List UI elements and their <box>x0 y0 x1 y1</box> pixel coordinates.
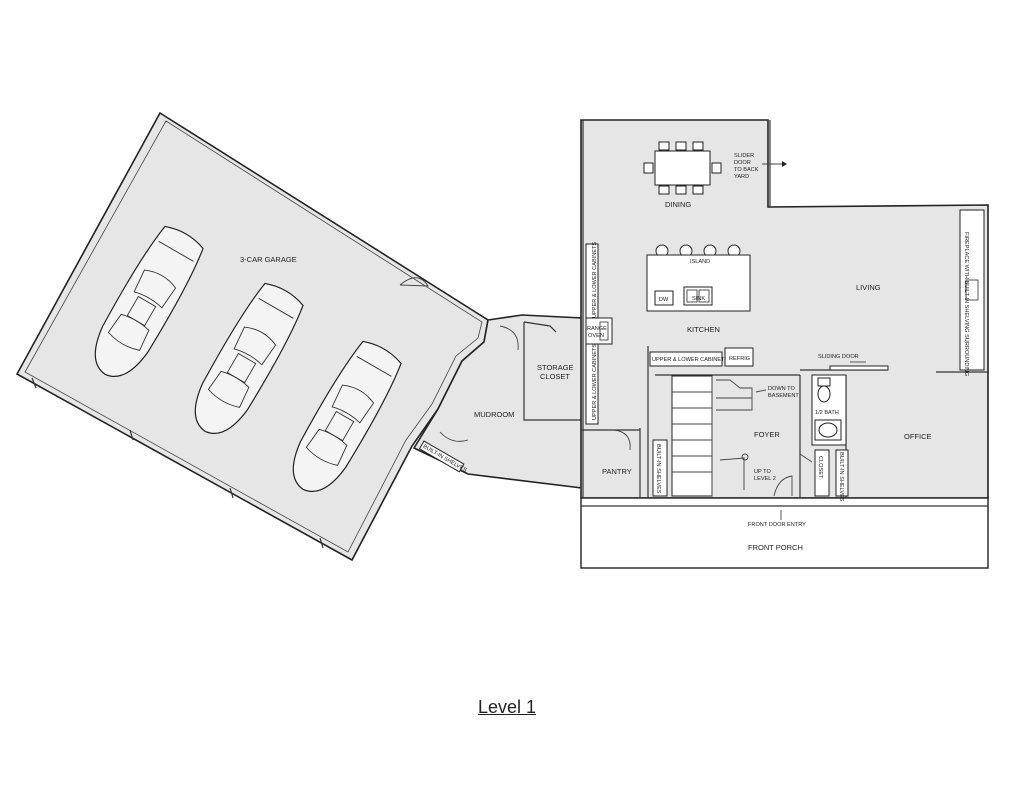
down-to-basement-label-2: BASEMENT <box>768 393 799 399</box>
refrig-label: REFRIG <box>729 356 750 362</box>
slider-door-label-3: TO BACK <box>734 167 759 173</box>
office-label: OFFICE <box>904 432 932 441</box>
pantry-label: PANTRY <box>602 467 632 476</box>
house-block: FRONT PORCH DINING SLIDER DOOR TO BACK Y… <box>580 119 989 569</box>
dining-table <box>643 141 722 195</box>
kitchen-cabinets-horizontal <box>649 351 723 367</box>
dining-label: DINING <box>665 200 691 209</box>
slider-door-label-4: YARD <box>734 174 749 180</box>
closet-label: CLOSET <box>817 456 823 479</box>
office-shelves <box>835 449 849 497</box>
fireplace-built-in <box>959 209 985 371</box>
car-3 <box>292 340 402 493</box>
cabinets-horizontal-label: UPPER & LOWER CABINETS <box>652 357 728 363</box>
pantry-shelves-label: BUILT-IN SHELVES <box>655 444 661 494</box>
pantry-shelves <box>652 439 668 497</box>
living-label: LIVING <box>856 283 881 292</box>
car-2 <box>194 282 304 435</box>
oven-label: OVEN <box>588 333 604 339</box>
kitchen-island <box>646 244 751 312</box>
up-to-level2-label-1: UP TO <box>754 469 771 475</box>
car-1 <box>94 225 204 378</box>
staircase <box>671 375 753 497</box>
half-bath <box>811 374 847 446</box>
kitchen-label: KITCHEN <box>687 325 720 334</box>
sink-label: SINK <box>692 296 705 302</box>
up-to-level2-label-2: LEVEL 2 <box>754 476 776 482</box>
cabinets-vertical-label: UPPER & LOWER CABINETS <box>592 242 598 318</box>
sliding-door-label: SLIDING DOOR <box>818 354 859 360</box>
closet <box>814 449 830 497</box>
storage-closet-label-2: CLOSET <box>540 372 570 381</box>
front-porch <box>580 497 989 569</box>
down-to-basement-label-1: DOWN TO <box>768 386 795 392</box>
garage-entry-door <box>399 277 429 287</box>
dw-label: DW <box>659 297 669 303</box>
sliding-door <box>829 365 889 371</box>
slider-door-label-1: SLIDER <box>734 153 754 159</box>
house-outline <box>580 119 989 499</box>
half-bath-label: 1/2 BATH <box>815 410 839 416</box>
front-porch-label: FRONT PORCH <box>748 543 803 552</box>
mudroom-label: MUDROOM <box>474 410 514 419</box>
office-shelves-label: BUILT-IN SHELVES <box>838 452 844 502</box>
fireplace-label: FIREPLACE WITH BUILT-IN SHELVING SURROUN… <box>963 232 969 376</box>
refrigerator <box>724 347 754 367</box>
cabinets-vertical-label-2: UPPER & LOWER CABINETS <box>592 344 598 420</box>
front-door-label: FRONT DOOR ENTRY <box>748 522 806 528</box>
slider-door-label-2: DOOR <box>734 160 751 166</box>
island-label: ISLAND <box>690 259 710 265</box>
level-title: Level 1 <box>477 697 537 717</box>
garage-label: 3-CAR GARAGE <box>240 255 297 264</box>
foyer-label: FOYER <box>754 430 780 439</box>
range-label: RANGE <box>587 326 607 332</box>
storage-closet-label-1: STORAGE <box>537 363 574 372</box>
